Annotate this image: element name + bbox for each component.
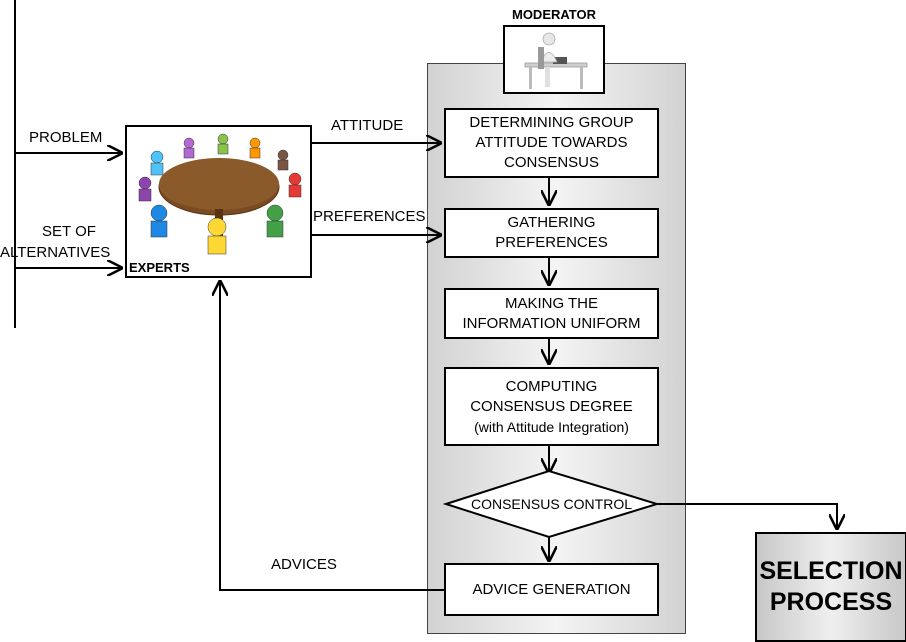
experts-box: EXPERTS [125, 125, 312, 278]
information-uniform-line2: INFORMATION UNIFORM [462, 314, 641, 332]
moderator-label: MODERATOR [511, 7, 597, 22]
moderator-desk-icon [524, 32, 588, 89]
information-uniform-line1: MAKING THE [504, 294, 599, 312]
information-uniform-box: MAKING THE INFORMATION UNIFORM [444, 288, 659, 339]
selection-process-box: SELECTION PROCESS [755, 532, 906, 642]
determining-attitude-box: DETERMINING GROUP ATTITUDE TOWARDS CONSE… [444, 108, 659, 178]
determining-attitude-line1: DETERMINING GROUP [469, 114, 634, 131]
alternatives-label-line1: SET OF [42, 223, 96, 240]
advice-generation-label: ADVICE GENERATION [472, 580, 631, 598]
computing-consensus-box: COMPUTING CONSENSUS DEGREE (with Attitud… [444, 367, 659, 446]
gathering-preferences-line1: GATHERING [507, 214, 596, 231]
gathering-preferences-box: GATHERING PREFERENCES [444, 208, 659, 258]
advices-label: ADVICES [271, 556, 337, 573]
selection-process-line1: SELECTION [759, 557, 903, 585]
consensus-control-label: CONSENSUS CONTROL [470, 496, 633, 512]
attitude-label: ATTITUDE [331, 117, 404, 134]
consensus-control-diamond [442, 469, 661, 539]
preferences-label: PREFERENCES [313, 208, 426, 225]
experts-label: EXPERTS [129, 260, 190, 275]
left-border-line [14, 0, 16, 328]
moderator-image [503, 25, 605, 94]
computing-consensus-line2: CONSENSUS DEGREE [470, 397, 633, 415]
computing-consensus-line3: (with Attitude Integration) [474, 418, 629, 435]
selection-process-line2: PROCESS [769, 588, 893, 616]
determining-attitude-line3: CONSENSUS [503, 154, 600, 171]
alternatives-label-line2: ALTERNATIVES [0, 244, 111, 261]
computing-consensus-line1: COMPUTING [505, 377, 598, 395]
advice-generation-box: ADVICE GENERATION [444, 563, 659, 616]
gathering-preferences-line2: PREFERENCES [495, 234, 608, 251]
determining-attitude-line2: ATTITUDE TOWARDS [475, 134, 628, 151]
problem-label: PROBLEM [29, 129, 103, 146]
experts-roundtable-image [138, 133, 302, 255]
